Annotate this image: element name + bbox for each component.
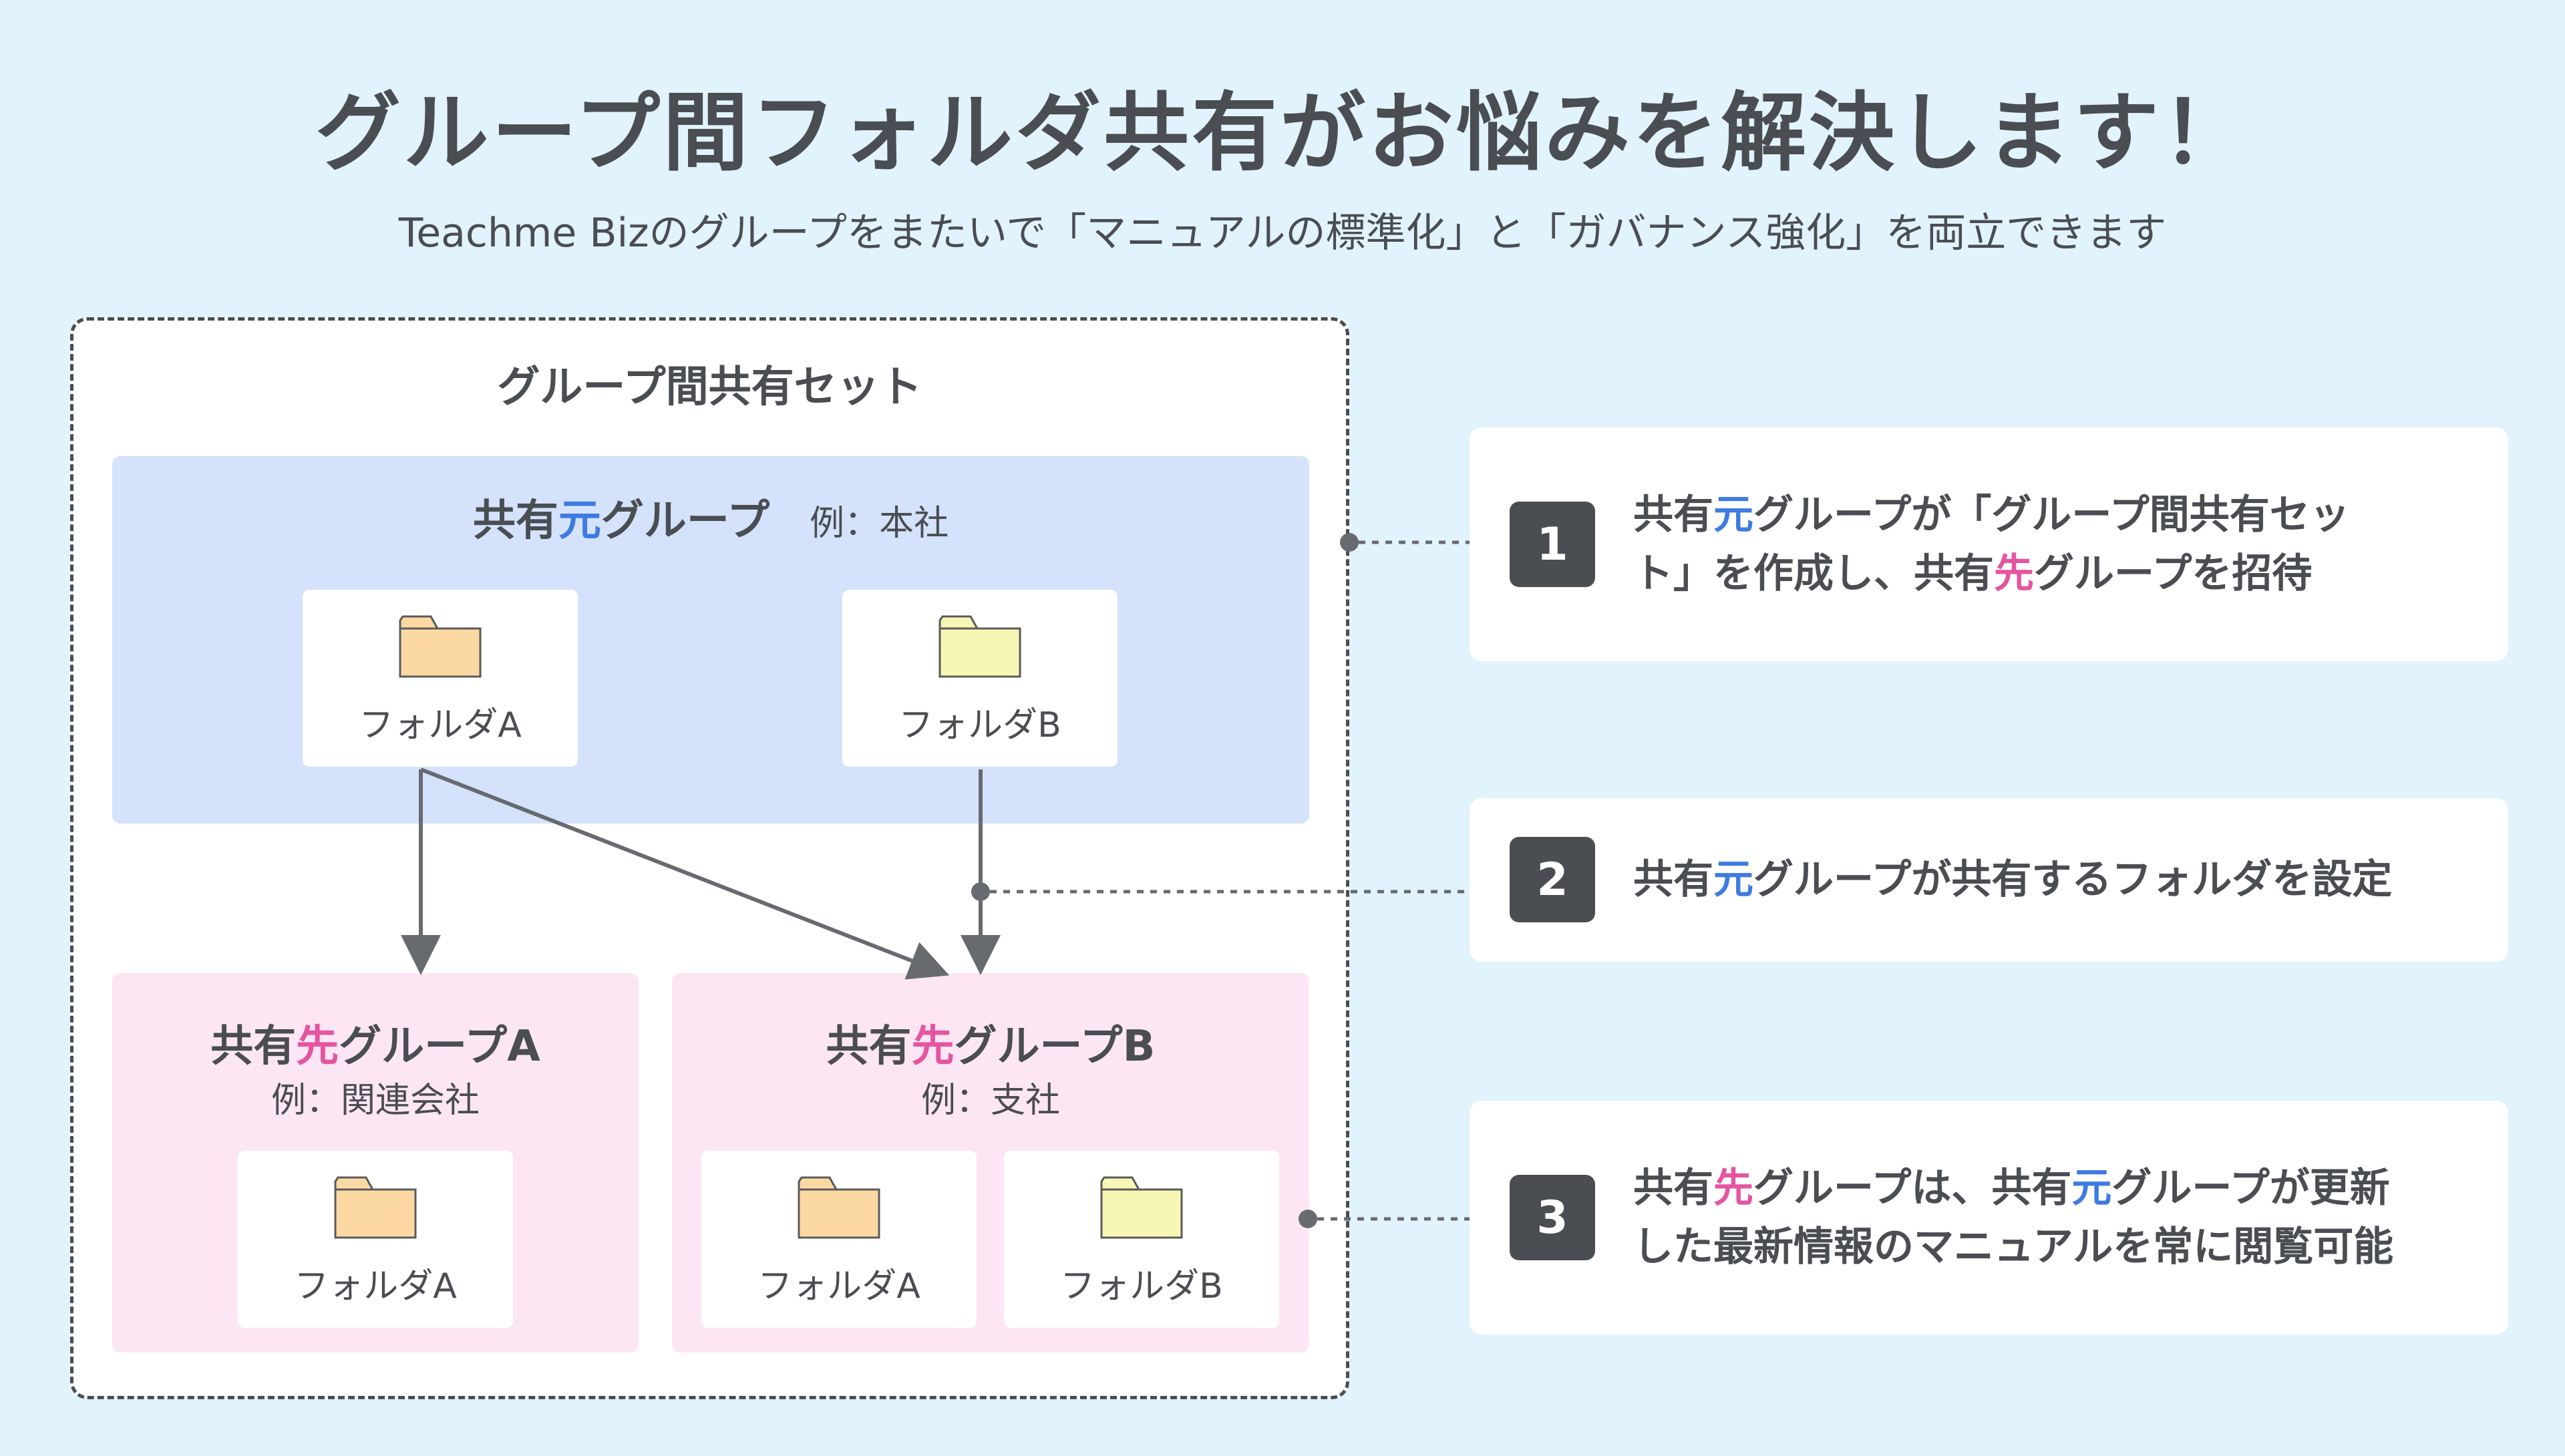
step-number-badge: 2 [1510,837,1595,922]
page-title: グループ間フォルダ共有がお悩みを解決します！ [315,83,2250,183]
dest-group-b-example: 例：支社 [920,1081,1060,1121]
connector-dot-1 [1340,533,1359,552]
source-folder-a-card[interactable]: フォルダA [303,590,578,767]
dest-group-a-title: 共有先グループA [210,1022,540,1071]
step-card-2: 2 共有元グループが共有するフォルダを設定 [1470,798,2508,962]
folder-icon [938,615,1021,678]
folder-icon [798,1176,880,1239]
sharing-set-title: グループ間共有セット [497,363,922,412]
source-group-example: 例：本社 [810,504,949,544]
dest-group-a-example: 例：関連会社 [271,1081,480,1121]
dest-group-b-title: 共有先グループB [826,1022,1156,1071]
step-number-badge: 3 [1510,1175,1595,1260]
folder-icon [399,615,482,678]
step-text: 共有元グループが「グループ間共有セッ ト」を作成し、共有先グループを招待 [1633,492,2350,597]
folder-label: フォルダA [757,1266,920,1306]
step-text: 共有元グループが共有するフォルダを設定 [1633,856,2393,903]
dest-b-folder-a-card[interactable]: フォルダA [701,1151,977,1328]
folder-icon [334,1176,417,1239]
page-subtitle: Teachme Bizのグループをまたいで「マニュアルの標準化」と「ガバナンス強… [398,210,2167,256]
connector-dot-2 [971,882,990,901]
folder-label: フォルダA [359,705,522,745]
dest-highlight: 先 [296,1022,339,1071]
arrow-folder-a-to-dest-b [419,767,950,980]
source-highlight: 元 [558,496,601,546]
dest-b-folder-b-card[interactable]: フォルダB [1004,1151,1279,1328]
step-card-1: 1 共有元グループが「グループ間共有セッ ト」を作成し、共有先グループを招待 [1470,427,2508,661]
source-folder-b-card[interactable]: フォルダB [842,590,1118,767]
dest-a-folder-a-card[interactable]: フォルダA [238,1151,513,1328]
folder-label: フォルダB [898,705,1061,745]
folder-icon [1100,1176,1183,1239]
step-card-3: 3 共有先グループは、共有元グループが更新 した最新情報のマニュアルを常に閲覧可… [1470,1101,2508,1334]
step-number-badge: 1 [1510,502,1595,587]
connector-dot-3 [1299,1210,1317,1228]
folder-label: フォルダA [294,1266,457,1306]
dest-highlight: 先 [911,1022,955,1071]
step-text: 共有先グループは、共有元グループが更新 した最新情報のマニュアルを常に閲覧可能 [1633,1165,2394,1270]
source-group-title: 共有元グループ例：本社 [472,496,949,546]
folder-label: フォルダB [1060,1266,1223,1306]
